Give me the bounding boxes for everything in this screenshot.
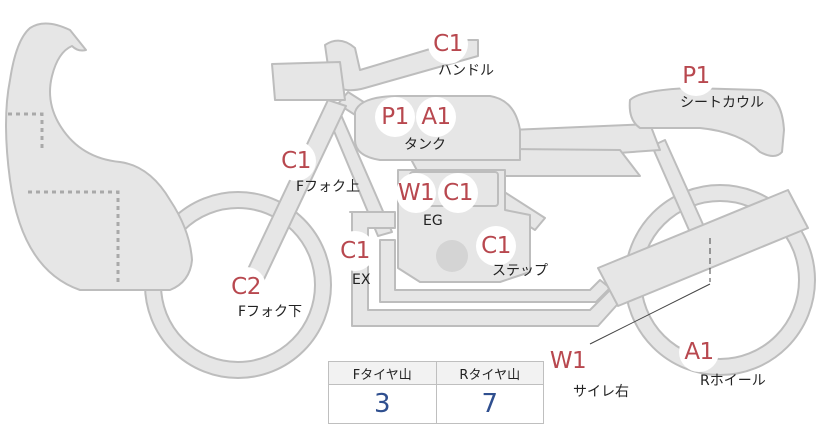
code-badge-fork-lower: C2 bbox=[226, 267, 266, 307]
exhaust-pipe bbox=[349, 211, 626, 327]
code-badge-silencer-right: W1 bbox=[548, 341, 588, 381]
code-badge-handle: C1 bbox=[428, 24, 468, 64]
code-badge-seat-cowl: P1 bbox=[676, 56, 716, 96]
code-badge-tank-2: A1 bbox=[416, 97, 456, 137]
label-engine: EG bbox=[423, 213, 443, 229]
silencer-callout-line bbox=[589, 283, 711, 345]
silencer bbox=[597, 189, 809, 307]
code-badge-engine-2: C1 bbox=[438, 173, 478, 213]
value-rear-tire: 7 bbox=[435, 384, 544, 424]
label-exhaust: EX bbox=[352, 272, 371, 288]
label-fork-lower: Fフォク下 bbox=[238, 304, 303, 320]
code-badge-tank-1: P1 bbox=[375, 97, 415, 137]
value-front-tire: 3 bbox=[328, 384, 437, 424]
front-fairing bbox=[5, 22, 193, 291]
exhaust-pipe-inner bbox=[379, 239, 611, 303]
code-badge-fork-upper: C1 bbox=[276, 141, 316, 181]
header-rear-tire: Rタイヤ山 bbox=[435, 361, 544, 385]
fairing-seam-lower bbox=[28, 190, 120, 282]
code-badge-exhaust: C1 bbox=[335, 231, 375, 271]
code-badge-rear-wheel: A1 bbox=[679, 332, 719, 372]
headlight-bracket bbox=[271, 61, 346, 101]
code-badge-step: C1 bbox=[476, 226, 516, 266]
fairing-seam-upper bbox=[8, 112, 44, 150]
label-seat-cowl: シートカウル bbox=[680, 95, 764, 111]
label-handle: ハンドル bbox=[438, 63, 494, 79]
label-rear-wheel: Rホイール bbox=[700, 373, 766, 389]
header-front-tire: Fタイヤ山 bbox=[328, 361, 437, 385]
tire-tread-value-row: 3 7 bbox=[328, 384, 544, 424]
tire-tread-table: Fタイヤ山 Rタイヤ山 3 7 bbox=[328, 361, 544, 424]
label-step: ステップ bbox=[492, 263, 548, 279]
label-tank: タンク bbox=[404, 137, 446, 153]
label-silencer-right: サイレ右 bbox=[573, 384, 629, 400]
label-fork-upper: Fフォク上 bbox=[296, 179, 361, 195]
code-badge-engine-1: W1 bbox=[396, 173, 436, 213]
tire-tread-header-row: Fタイヤ山 Rタイヤ山 bbox=[328, 361, 544, 385]
engine-cover bbox=[436, 240, 468, 272]
